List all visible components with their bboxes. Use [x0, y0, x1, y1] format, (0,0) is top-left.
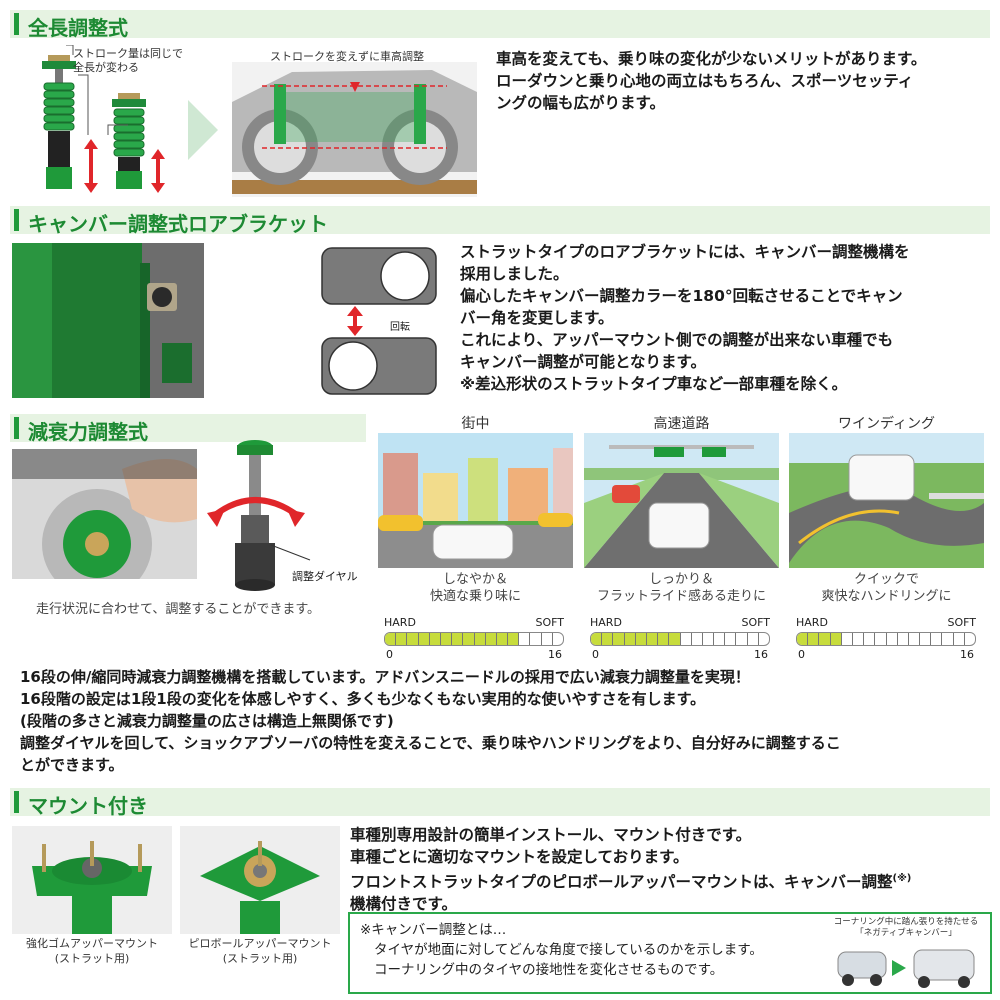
camber-note-box: ※キャンバー調整とは… タイヤが地面に対してどんな角度で接しているのかを示します…	[348, 912, 992, 994]
pillowball-mount-photo	[180, 826, 340, 934]
rotate-label: 回転	[390, 322, 410, 333]
callout-stroke-same: ストローク量は同じで 全長が変わる	[73, 47, 183, 74]
dial-label: 調整ダイヤル	[292, 570, 358, 583]
section-title: マウント付き	[28, 794, 148, 818]
mount-description: 車種別専用設計の簡単インストール、マウント付きです。 車種ごとに適切なマウントを…	[350, 826, 912, 914]
scene-title-city: 街中	[461, 416, 490, 432]
scene-highway	[584, 433, 779, 568]
lower-bracket-photo	[12, 243, 204, 398]
camber-note: ※キャンバー調整とは… タイヤが地面に対してどんな角度で接しているのかを示します…	[360, 922, 763, 978]
scene-caption-winding: クイックで爽快なハンドリングに	[821, 572, 952, 604]
camber-collar-diagram	[321, 247, 437, 395]
length-description: 車高を変えても、乗り味の変化が少ないメリットがあります。 ローダウンと乗り心地の…	[496, 50, 927, 112]
negative-camber-tag: コーナリング中に踏ん張りを持たせる「ネガティブキャンバー」	[833, 917, 979, 938]
section-header-damping: 減衰力調整式	[10, 414, 366, 444]
scene-caption-highway: しっかり＆フラットライド感ある走りに	[596, 572, 766, 604]
coilover-length-illustration	[42, 45, 165, 193]
section-title: 減衰力調整式	[28, 420, 148, 444]
section-header-camber: キャンバー調整式ロアブラケット	[10, 206, 990, 236]
pillowball-mount-caption: ピロボールアッパーマウント(ストラット用)	[188, 937, 332, 965]
damping-description: 16段の伸/縮同時減衰力調整機構を搭載しています。アドバンスニードルの採用で広い…	[20, 668, 841, 774]
diagram-label: ストロークを変えずに車高調整	[270, 50, 424, 63]
scene-title-highway: 高速道路	[653, 416, 710, 432]
section-header-length: 全長調整式	[10, 10, 990, 40]
section-header-mount: マウント付き	[10, 788, 990, 818]
negative-camber-cars	[837, 949, 975, 988]
scene-city	[378, 433, 573, 568]
section-title: キャンバー調整式ロアブラケット	[28, 212, 328, 236]
scene-caption-city: しなやか＆快適な乗り味に	[429, 572, 521, 604]
arrow-right-icon	[188, 100, 218, 160]
photo-caption: 走行状況に合わせて、調整することができます。	[36, 602, 321, 617]
car-height-diagram	[232, 62, 477, 197]
camber-description: ストラットタイプのロアブラケットには、キャンバー調整機構を 採用しました。 偏心…	[460, 243, 910, 393]
adjust-dial-illustration	[207, 440, 311, 591]
dial-adjust-photo	[12, 449, 197, 579]
rubber-mount-caption: 強化ゴムアッパーマウント(ストラット用)	[26, 937, 158, 965]
scene-title-winding: ワインディング	[837, 416, 936, 432]
section-title: 全長調整式	[28, 16, 128, 40]
scene-winding	[789, 433, 984, 568]
rubber-mount-photo	[12, 826, 172, 934]
